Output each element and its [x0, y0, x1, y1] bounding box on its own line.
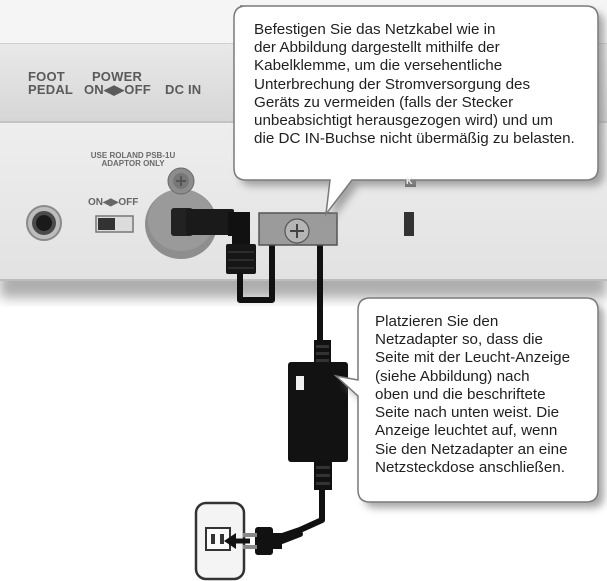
callout-line: unbeabsichtigt herausgezogen wird) und u… [254, 112, 553, 130]
callout-line: Seite nach unten weist. Die [375, 404, 560, 422]
callout-line: oben und die beschriftete [375, 385, 546, 403]
callout-adapter [333, 297, 604, 508]
callout-line: Seite mit der Leucht-Anzeige [375, 349, 571, 367]
power-label: POWER ON◀▶OFF [84, 69, 151, 97]
dc-in-socket [145, 167, 217, 259]
ac-plug [243, 527, 303, 555]
dc-in-label: DC IN [165, 82, 202, 97]
callout-line: (siehe Abbildung) nach [375, 367, 530, 385]
cable-clamp [258, 212, 338, 246]
callout-adapter-text: Platzieren Sie den Netzadapter so, dass … [375, 313, 570, 477]
adaptor-note: USE ROLAND PSB-1U ADAPTOR ONLY [90, 152, 176, 168]
callout-line: Netzsteckdose anschließen. [375, 458, 565, 476]
callout-line: Anzeige leuchtet auf, wenn [375, 422, 558, 440]
dc-plug [186, 209, 256, 274]
power-switch [95, 215, 134, 233]
callout-cable-clamp-text: Befestigen Sie das Netzkabel wie in der … [254, 21, 575, 149]
ac-adapter [288, 340, 348, 490]
foot-pedal-label: FOOT PEDAL [28, 69, 74, 97]
adaptor-note-line-2: ADAPTOR ONLY [101, 159, 165, 168]
callout-line: Sie den Netzadapter an eine [375, 440, 568, 458]
foot-pedal-jack [26, 205, 62, 241]
adaptor-note-line-1: USE ROLAND PSB-1U [90, 151, 176, 160]
callout-line: Netzadapter so, dass die [375, 331, 544, 349]
callout-line: Unterbrechung der Stromversorgung des [254, 75, 531, 93]
callout-line: Geräts zu vermeiden (falls der Stecker [254, 93, 514, 111]
callout-line: Platzieren Sie den [375, 313, 499, 330]
switch-label: ON◀▶OFF [88, 197, 139, 208]
callout-line: der Abbildung dargestellt mithilfe der [254, 39, 500, 57]
callout-line: Befestigen Sie das Netzkabel wie in [254, 21, 496, 38]
foot-pedal-label-line-2: PEDAL [28, 82, 74, 97]
k-mark: K [406, 176, 413, 186]
foot-pedal-label-line-1: FOOT [28, 69, 65, 84]
power-label-line-2: ON◀▶OFF [84, 82, 151, 97]
callout-line: die DC IN-Buchse nicht übermäßig zu bela… [254, 130, 575, 148]
power-label-line-1: POWER [91, 69, 143, 84]
callout-line: Kabelklemme, um die versehentliche [254, 57, 503, 75]
insert-arrow-icon [224, 533, 250, 549]
callout-cable-clamp [233, 5, 604, 220]
